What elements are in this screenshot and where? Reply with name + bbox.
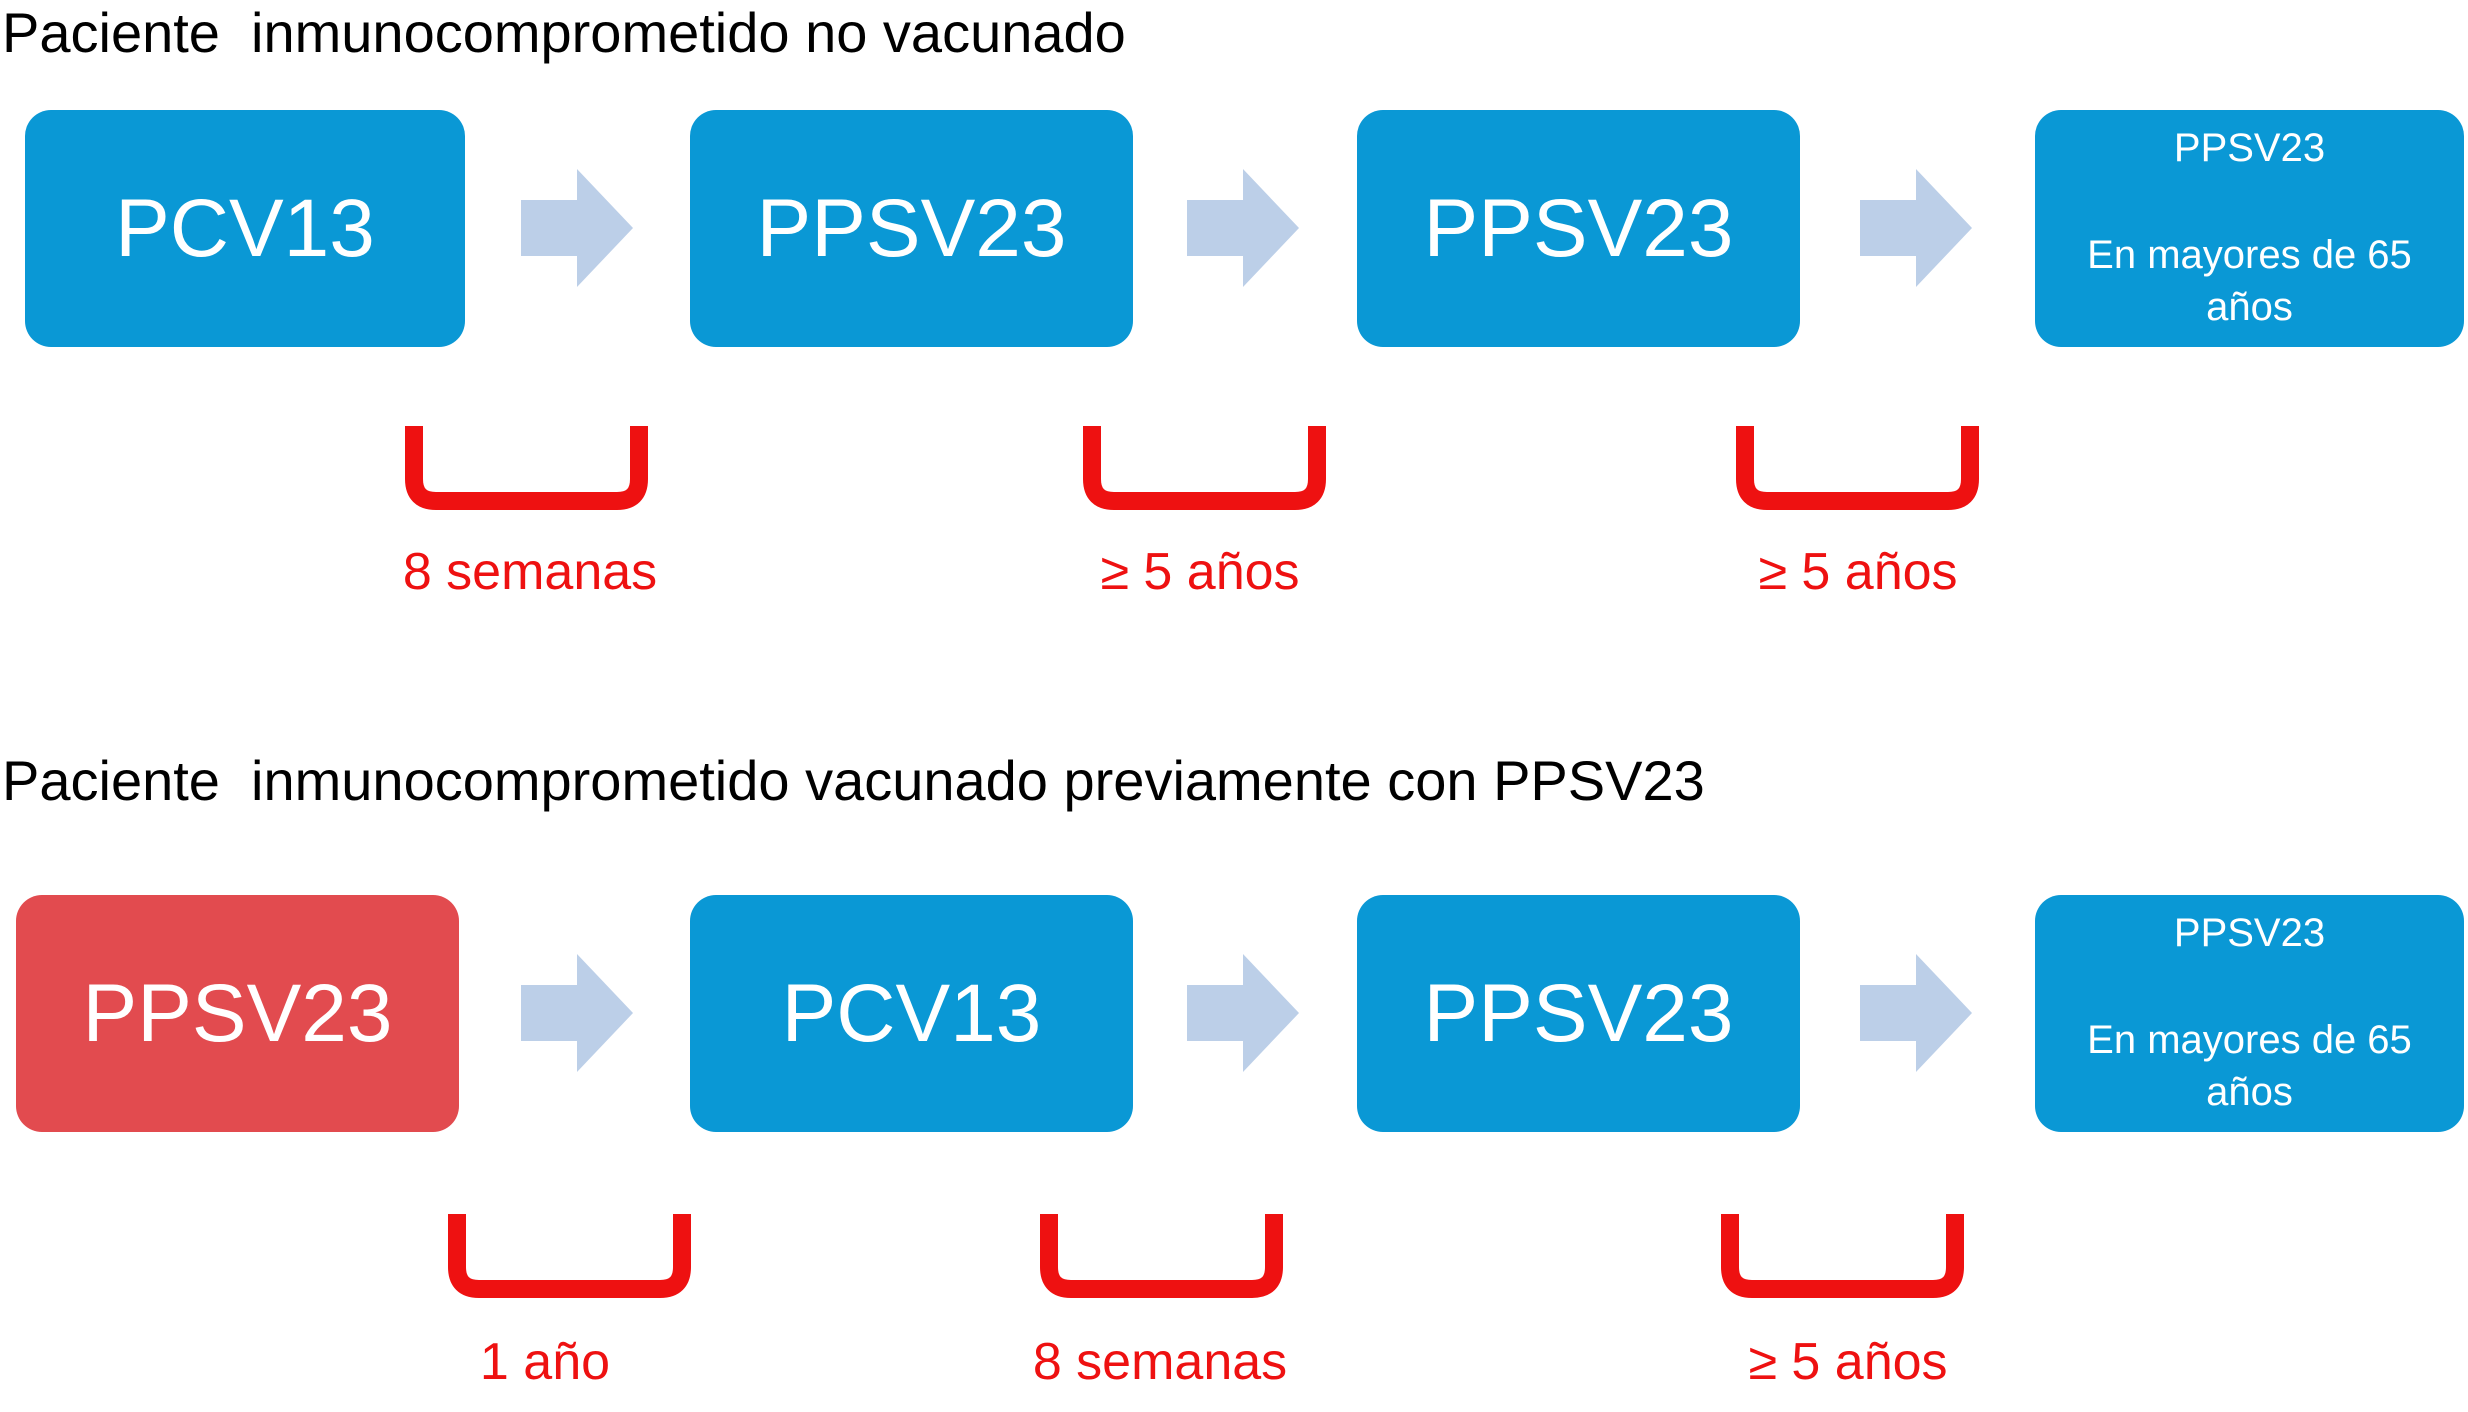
vaccine-box-label: PPSV23 <box>756 182 1067 274</box>
vaccine-box-label: PPSV23 <box>2173 126 2326 170</box>
vaccine-box-ppsv23-over65: PPSV23 En mayores de 65 años <box>2035 895 2464 1132</box>
interval-bracket-icon <box>1736 426 1979 510</box>
interval-bracket-icon <box>1083 426 1326 510</box>
interval-bracket-icon <box>405 426 648 510</box>
interval-label: ≥ 5 años <box>1748 1333 1948 1391</box>
arrow-right-icon <box>1187 169 1299 287</box>
vaccine-box-pcv13: PCV13 <box>690 895 1133 1132</box>
interval-label: ≥ 5 años <box>1100 543 1300 601</box>
arrow-right-icon <box>1187 954 1299 1072</box>
vaccine-box-ppsv23: PPSV23 <box>690 110 1133 347</box>
vaccine-box-ppsv23: PPSV23 <box>1357 110 1800 347</box>
vaccine-box-label: PCV13 <box>781 967 1042 1059</box>
vaccine-box-label: PPSV23 <box>1423 182 1734 274</box>
interval-bracket-icon <box>1040 1214 1283 1298</box>
vaccine-box-ppsv23-over65: PPSV23 En mayores de 65 años <box>2035 110 2464 347</box>
interval-label: 8 semanas <box>1032 1333 1288 1391</box>
arrow-right-icon <box>521 169 633 287</box>
arrow-right-icon <box>1860 169 1972 287</box>
vaccine-box-label: PPSV23 <box>1423 967 1734 1059</box>
diagram1-title: Paciente inmunocomprometido no vacunado <box>2 1 1126 64</box>
diagram2-title: Paciente inmunocomprometido vacunado pre… <box>2 749 1705 812</box>
vaccine-box-label: PCV13 <box>115 182 375 274</box>
vaccine-box-ppsv23-previous: PPSV23 <box>16 895 459 1132</box>
vaccine-box-sublabel: En mayores de 65 años <box>2087 233 2412 329</box>
interval-label: 8 semanas <box>402 543 658 601</box>
interval-bracket-icon <box>448 1214 691 1298</box>
vaccine-box-ppsv23: PPSV23 <box>1357 895 1800 1132</box>
arrow-right-icon <box>521 954 633 1072</box>
vaccine-box-pcv13: PCV13 <box>25 110 465 347</box>
vaccine-box-label: PPSV23 <box>82 967 393 1059</box>
arrow-right-icon <box>1860 954 1972 1072</box>
interval-bracket-icon <box>1721 1214 1964 1298</box>
vaccine-box-sublabel: En mayores de 65 años <box>2087 1018 2412 1114</box>
interval-label: 1 año <box>479 1333 611 1391</box>
vaccine-box-label: PPSV23 <box>2173 911 2326 955</box>
interval-label: ≥ 5 años <box>1758 543 1958 601</box>
